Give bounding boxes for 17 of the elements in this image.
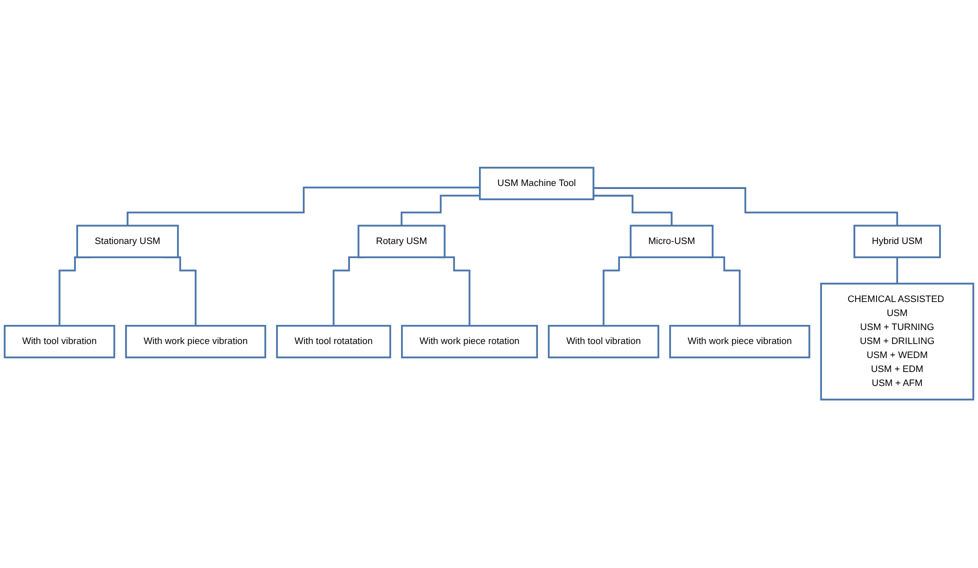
- connector: [593, 195, 673, 227]
- node-box: With tool vibration: [4, 325, 116, 359]
- node-box: CHEMICAL ASSISTED USM USM + TURNING USM + DRILLING USM + WEDM USM + EDM USM + AFM: [820, 283, 974, 401]
- connector: [896, 256, 898, 285]
- connector: [126, 187, 480, 227]
- node-box: Micro-USM: [630, 225, 714, 259]
- connector: [593, 188, 898, 227]
- node-box: USM Machine Tool: [479, 167, 594, 201]
- node-box: With work piece vibration: [669, 325, 810, 359]
- node-box: Stationary USM: [76, 225, 179, 259]
- node-box: With tool vibration: [548, 325, 660, 359]
- connector: [400, 195, 480, 227]
- node-box: With tool rotatation: [276, 325, 392, 359]
- node-box: Hybrid USM: [854, 225, 941, 259]
- node-box: With work piece rotation: [401, 325, 538, 359]
- node-box: Rotary USM: [358, 225, 446, 259]
- node-box: With work piece vibration: [125, 325, 266, 359]
